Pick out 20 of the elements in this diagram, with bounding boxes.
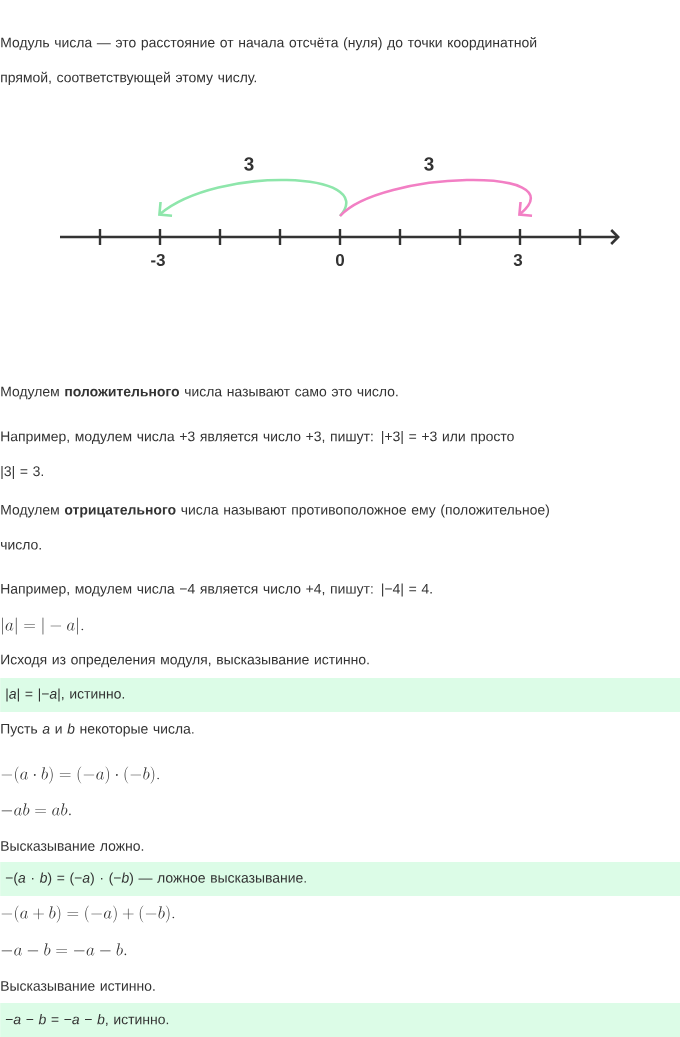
paragraph: Модулем положительного числа называют само это число. <box>1 386 398 400</box>
tick-label: 0 <box>335 254 344 266</box>
highlight-band: −a − b = −a − b, истинно. <box>0 1003 680 1037</box>
paragraph: Например, модулем числа −4 является число +4, пишут: |−4| = 4. <box>1 583 432 597</box>
tick-label: -3 <box>151 254 165 266</box>
edge-label: 3 <box>244 157 254 171</box>
edge-label: 3 <box>424 157 434 171</box>
highlight-band: |a| = |−a|, истинно. <box>0 678 680 712</box>
formula: $-a-b=-a-b.$ <box>1 943 127 956</box>
tick-label: 3 <box>513 254 523 266</box>
curved-arrow <box>339 178 533 218</box>
paragraph: Модуль числа — это расстояние от начала отсчёта (нуля) до точки координатной прямой, соответствующей этому числу. <box>1 36 537 86</box>
formula: $-(a+b)=(-a)+(-b).$ <box>1 905 175 923</box>
highlight-band: −(a · b) = (−a) · (−b) — ложное высказывание. <box>0 862 680 896</box>
formula: $-ab=ab.$ <box>1 803 71 816</box>
formula: $|a|=|-a|.$ <box>2 617 84 635</box>
paragraph: Например, модулем числа +3 является число +3, пишут: |+3| = +3 или просто |3| = 3. <box>1 431 514 479</box>
paragraph: Модулем отрицательного числа называют противоположное ему (положительное) число. <box>1 504 549 550</box>
formula: $-(a\cdot b)=(-a)\cdot(-b).$ <box>1 766 159 784</box>
curved-arrow <box>158 178 348 218</box>
